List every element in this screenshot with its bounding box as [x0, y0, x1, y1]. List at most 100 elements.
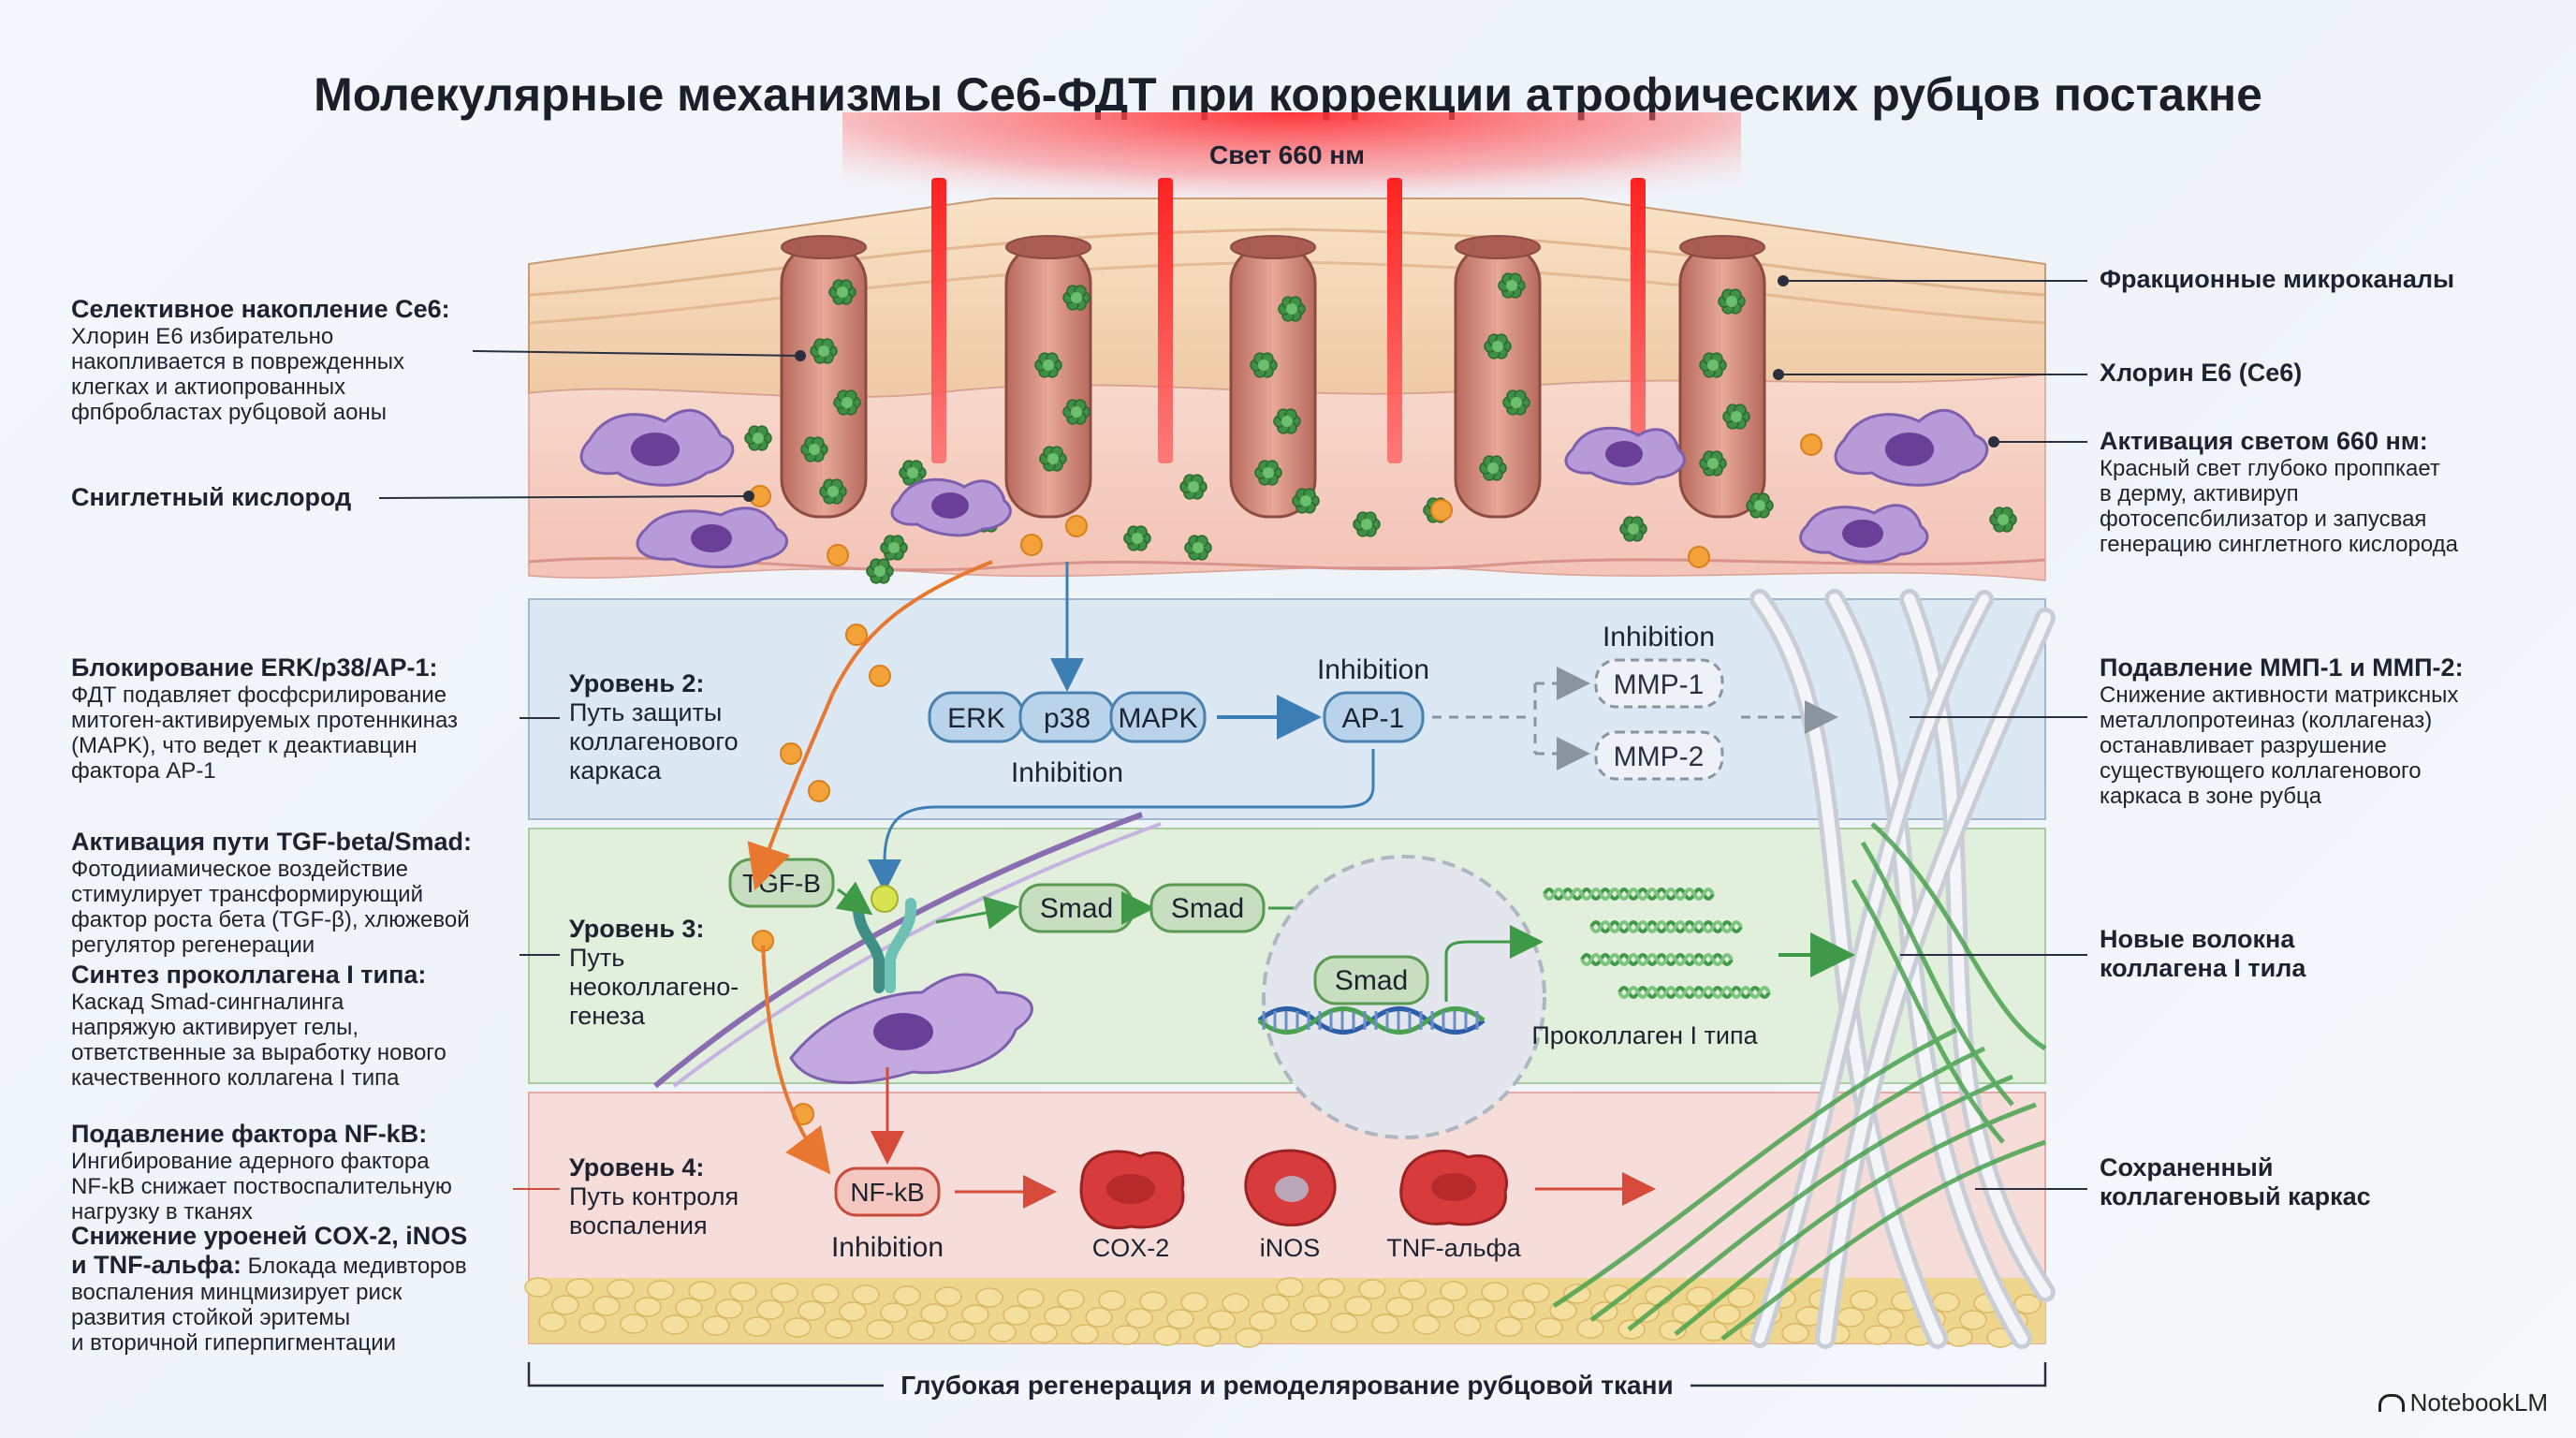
ce6-particle [1699, 352, 1727, 378]
ce6-particle [1353, 511, 1381, 537]
smad-label-1: Smad [1040, 893, 1113, 924]
ce6-particle [1273, 408, 1301, 434]
singlet-oxygen-dot [869, 665, 891, 687]
note-procollagen-synthesis: Синтез проколлагена I типа: Каскад Smad-… [71, 961, 446, 1091]
note-light-activation: Активация светом 660 нм: Красный свет гл… [2100, 427, 2459, 557]
light-beams [931, 178, 1646, 463]
light-label: Свет 660 нм [1209, 140, 1365, 169]
ce6-particle [1502, 389, 1530, 416]
tnf-cell [1399, 1150, 1508, 1226]
ce6-particle [1179, 474, 1208, 500]
ce6-particle [1062, 399, 1090, 425]
nfkb-node [834, 1167, 941, 1217]
singlet-oxygen-dot [827, 544, 849, 566]
erk-label: ERK [947, 703, 1005, 734]
microchannel [1454, 235, 1542, 519]
smad-label-2: Smad [1171, 893, 1244, 924]
microchannel [1678, 235, 1766, 519]
singlet-oxygen-dot [808, 780, 830, 802]
fibroblast-level3 [789, 973, 1033, 1084]
cox2-cell [1079, 1150, 1185, 1229]
brand-logo: NotebookLM [2378, 1388, 2548, 1417]
procollagen-strand [1617, 986, 1771, 999]
smad-node-2 [1149, 883, 1266, 933]
ce6-particle [1250, 352, 1278, 378]
ce6-particle [1254, 460, 1282, 486]
fibroblast-cells [579, 408, 1989, 569]
note-new-collagen: Новые волокна коллагена I тила [2100, 925, 2306, 982]
smad-node-3 [1313, 955, 1429, 1005]
fractional-microchannels [780, 235, 1766, 519]
ce6-particle [880, 535, 908, 561]
mmp2-node [1594, 730, 1724, 781]
page-title: Молекулярные механизмы Се6-ФДТ при корре… [314, 67, 2262, 121]
ce6-particle [1292, 488, 1320, 514]
oxygen-flow-arrow [747, 560, 993, 891]
ce6-particle [1123, 525, 1151, 551]
ce6-particle [1699, 450, 1727, 477]
note-singlet-oxygen: Сниглетный кислород [71, 483, 352, 511]
mmp-inhibition-label: Inhibition [1603, 622, 1715, 653]
mapk-complex [928, 691, 1207, 743]
ce6-particle [800, 436, 828, 462]
tgfb-label: TGF-B [742, 869, 821, 898]
procollagen-strand [1543, 888, 1715, 901]
ce6-particle [1184, 535, 1212, 561]
singlet-oxygen-dot [1430, 499, 1453, 521]
level4-label: Уровень 4: Путь контроля воспаления [569, 1153, 739, 1240]
ce6-particle [1718, 288, 1746, 315]
mapk-label: MAPK [1118, 703, 1197, 734]
ce6-particle [1479, 455, 1507, 481]
ap1-node [1323, 691, 1425, 743]
procollagen-label: Проколлаген I типа [1531, 1021, 1758, 1049]
singlet-oxygen-dot [1065, 515, 1088, 537]
notebooklm-icon [2378, 1394, 2405, 1412]
leader-lines [378, 275, 2087, 1190]
ce6-particle [819, 478, 847, 505]
light-beam [1387, 178, 1402, 463]
ce6-particle [810, 338, 838, 364]
nfkb-label: NF-kB [850, 1178, 924, 1207]
singlet-oxygen-dot [780, 742, 802, 765]
ce6-particle [828, 279, 856, 305]
note-erk-block: Блокирование ERK/p38/AP-1: ФДТ подавляет… [71, 653, 459, 784]
singlet-oxygen-dot [1688, 546, 1710, 568]
bottom-caption: Глубокая регенерация и ремоделярование р… [529, 1371, 2045, 1401]
note-ce6: Хлорин Е6 (Се6) [2100, 359, 2303, 387]
cox2-label: COX-2 [1092, 1234, 1170, 1262]
note-microchannels: Фракционные микроканалы [2100, 265, 2455, 293]
p38-label: p38 [1044, 703, 1090, 734]
singlet-oxygen-dot [845, 624, 868, 646]
ap1-label: AP-1 [1342, 703, 1405, 734]
ce6-particle [744, 425, 772, 451]
ce6-particle [1034, 352, 1062, 378]
procollagen-strand [1580, 953, 1734, 966]
dna-helix [1257, 1006, 1486, 1034]
level2-label: Уровень 2: Путь защиты коллагенового кар… [569, 669, 739, 785]
note-ce6-accumulation: Селективное накопление Се6: Хлорин Е6 из… [71, 295, 450, 425]
microchannel [780, 235, 868, 519]
mapk-inhibition-label: Inhibition [1011, 757, 1123, 788]
procollagen-strands [1543, 888, 1771, 999]
note-mmp-suppression: Подавление ММП-1 и ММП-2: Снижение актив… [2100, 653, 2464, 809]
ce6-particle [866, 558, 894, 584]
mmp2-label: MMP-2 [1614, 741, 1705, 772]
note-cox2-reduction: Снижение уроеней COX-2, iNOS и TNF-альфа… [71, 1222, 468, 1356]
light-beam [1158, 178, 1173, 463]
fat-layer [524, 1277, 2045, 1348]
collagen-scaffold [1749, 589, 2056, 1349]
smad-label-3: Smad [1335, 965, 1408, 996]
ce6-particle [1619, 516, 1647, 542]
tnf-label: TNF-альфа [1386, 1234, 1522, 1262]
microchannel [1004, 235, 1092, 519]
ce6-particle [1746, 492, 1774, 519]
ce6-particle [1989, 506, 2017, 533]
ce6-particles [744, 272, 2017, 584]
ce6-particle [1722, 404, 1750, 430]
level3-label: Уровень 3: Путь неоколлагено- генеза [569, 915, 739, 1030]
ce6-particle [1062, 285, 1090, 311]
new-collagen-fibers [1552, 822, 2047, 1341]
inos-cell [1244, 1149, 1337, 1227]
ap1-inhibition-label: Inhibition [1317, 654, 1429, 685]
